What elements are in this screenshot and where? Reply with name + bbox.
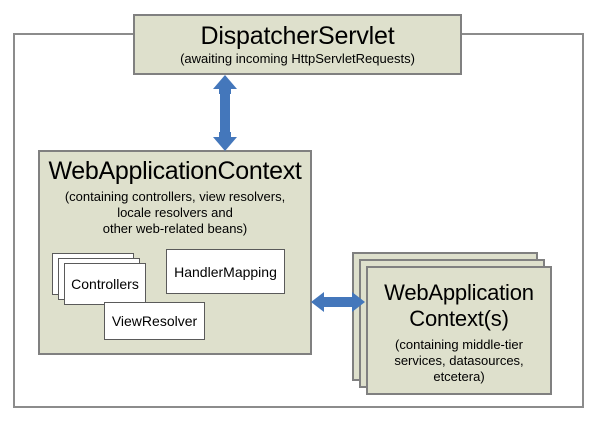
web-application-context-subtitle: (containing controllers, view resolvers,…: [40, 189, 310, 237]
web-application-contexts-subtitle-line-1: (containing middle-tier: [395, 337, 523, 352]
view-resolver-box[interactable]: ViewResolver: [104, 302, 205, 340]
dispatcher-to-web-context-arrow: [213, 75, 237, 151]
web-application-context-subtitle-line-2: locale resolvers and: [117, 205, 233, 220]
web-application-contexts-title-line-1: WebApplication: [384, 280, 534, 305]
web-application-contexts-subtitle-line-3: etcetera): [433, 369, 485, 384]
controllers-stack[interactable]: Controllers: [52, 253, 148, 309]
web-application-contexts-title: WebApplication Context(s): [368, 280, 550, 332]
web-application-contexts-title-line-2: Context(s): [409, 306, 509, 331]
web-application-context-title: WebApplicationContext: [48, 157, 302, 185]
view-resolver-label: ViewResolver: [111, 313, 198, 329]
handler-mapping-box[interactable]: HandlerMapping: [166, 249, 285, 294]
web-application-contexts-card-front[interactable]: WebApplication Context(s) (containing mi…: [366, 266, 552, 395]
controllers-label: Controllers: [71, 276, 139, 292]
dispatcher-servlet-subtitle: (awaiting incoming HttpServletRequests): [180, 51, 415, 66]
web-application-contexts-stack[interactable]: WebApplication Context(s) (containing mi…: [352, 252, 552, 395]
handler-mapping-label: HandlerMapping: [174, 263, 277, 280]
web-application-context-subtitle-line-1: (containing controllers, view resolvers,: [64, 189, 286, 204]
web-application-contexts-subtitle-line-2: services, datasources,: [394, 353, 524, 368]
dispatcher-servlet-box[interactable]: DispatcherServlet (awaiting incoming Htt…: [133, 14, 462, 75]
web-application-context-subtitle-line-3: other web-related beans): [102, 221, 248, 236]
web-application-contexts-subtitle: (containing middle-tier services, dataso…: [368, 337, 550, 385]
web-context-to-root-contexts-arrow: [311, 292, 365, 312]
dispatcher-servlet-title: DispatcherServlet: [200, 22, 395, 50]
controllers-card-front[interactable]: Controllers: [64, 263, 146, 305]
